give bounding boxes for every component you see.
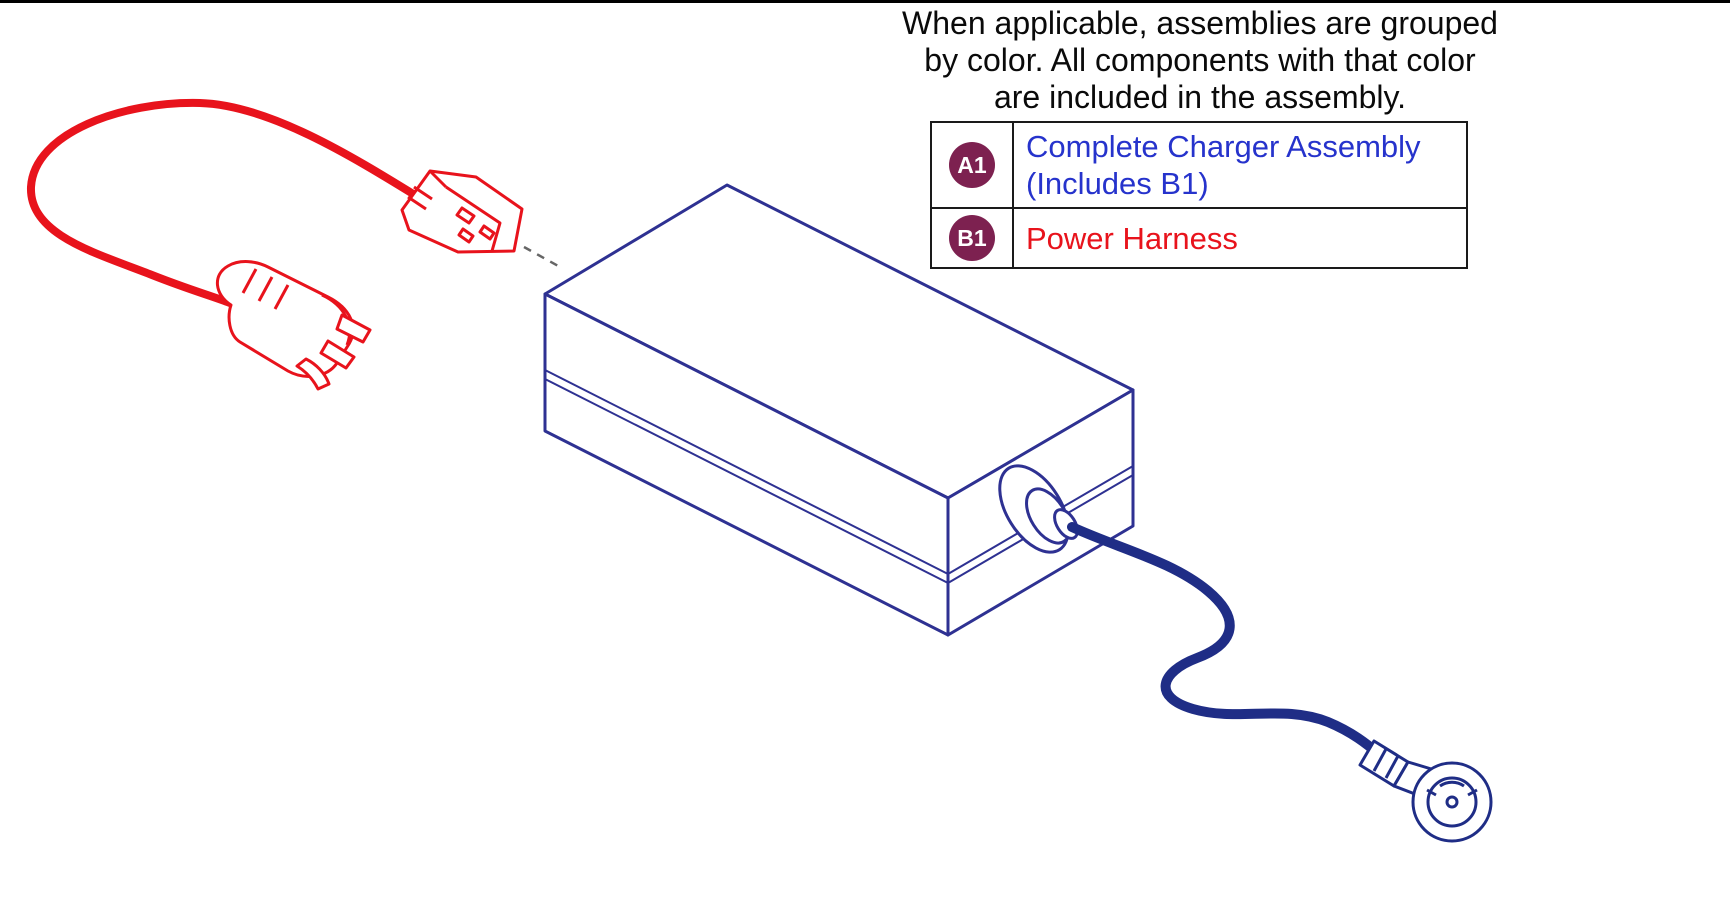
grouping-note-line: by color. All components with that color bbox=[924, 42, 1476, 78]
charger-port bbox=[998, 464, 1079, 554]
charger-body bbox=[543, 183, 1135, 637]
grouping-note: When applicable, assemblies are grouped … bbox=[855, 5, 1545, 116]
charger-case-seam bbox=[544, 369, 1134, 575]
legend-row-a1: A1 Complete Charger Assembly (Includes B… bbox=[932, 123, 1466, 207]
legend-badge: B1 bbox=[949, 215, 995, 261]
charger-case-seam bbox=[544, 378, 1134, 584]
ac-power-cord bbox=[26, 98, 422, 307]
iec-connector bbox=[400, 169, 524, 254]
iec-slot bbox=[455, 206, 476, 225]
harness-connector bbox=[1358, 739, 1493, 843]
plug-blade bbox=[335, 313, 372, 344]
plug-blade bbox=[319, 339, 356, 370]
plug-ground-pin bbox=[295, 357, 331, 391]
iec-slot bbox=[457, 227, 475, 244]
grouping-note-line: When applicable, assemblies are grouped bbox=[902, 5, 1498, 41]
legend-row-b1: B1 Power Harness bbox=[932, 207, 1466, 267]
legend-label: Power Harness bbox=[1026, 220, 1238, 256]
power-harness-cable bbox=[1067, 522, 1385, 760]
legend-badge-cell: B1 bbox=[932, 209, 1014, 267]
legend-label: Complete Charger Assembly (Includes B1) bbox=[1026, 129, 1421, 201]
alignment-dashed-line bbox=[523, 245, 561, 269]
legend-table: A1 Complete Charger Assembly (Includes B… bbox=[930, 121, 1468, 269]
legend-badge-cell: A1 bbox=[932, 123, 1014, 207]
legend-badge: A1 bbox=[949, 142, 995, 188]
iec-slot bbox=[478, 224, 496, 241]
diagram-svg bbox=[26, 98, 1493, 843]
wall-plug bbox=[216, 260, 372, 391]
grouping-note-line: are included in the assembly. bbox=[993, 79, 1407, 115]
